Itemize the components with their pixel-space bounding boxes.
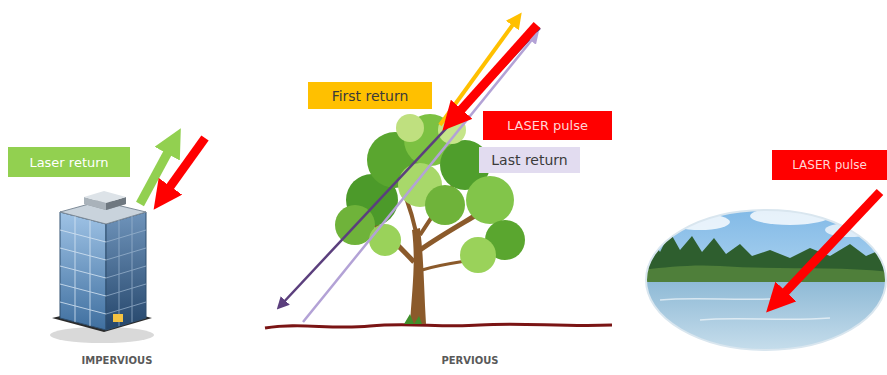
pulse-arrow	[162, 138, 205, 198]
return-label: Last return	[479, 147, 580, 173]
pulse-label: LASER pulse	[483, 111, 612, 140]
label-text: Laser return	[29, 155, 108, 170]
label-text: LASER pulse	[792, 158, 867, 172]
label-text: Last return	[491, 152, 567, 168]
tree-illustration	[265, 114, 612, 328]
label-text: LASER pulse	[507, 118, 588, 133]
region-label: IMPERVIOUS	[82, 355, 153, 366]
region-label: PERVIOUS	[441, 355, 498, 366]
building-icon	[50, 191, 154, 343]
last-return-arrow	[303, 36, 535, 322]
return-label: Laser return	[8, 147, 130, 177]
return-label: First return	[308, 82, 432, 109]
pulse-arrow	[452, 25, 537, 120]
pulse-arrow	[776, 192, 880, 302]
label-text: First return	[332, 88, 409, 104]
pulse-label: LASER pulse	[772, 150, 887, 180]
